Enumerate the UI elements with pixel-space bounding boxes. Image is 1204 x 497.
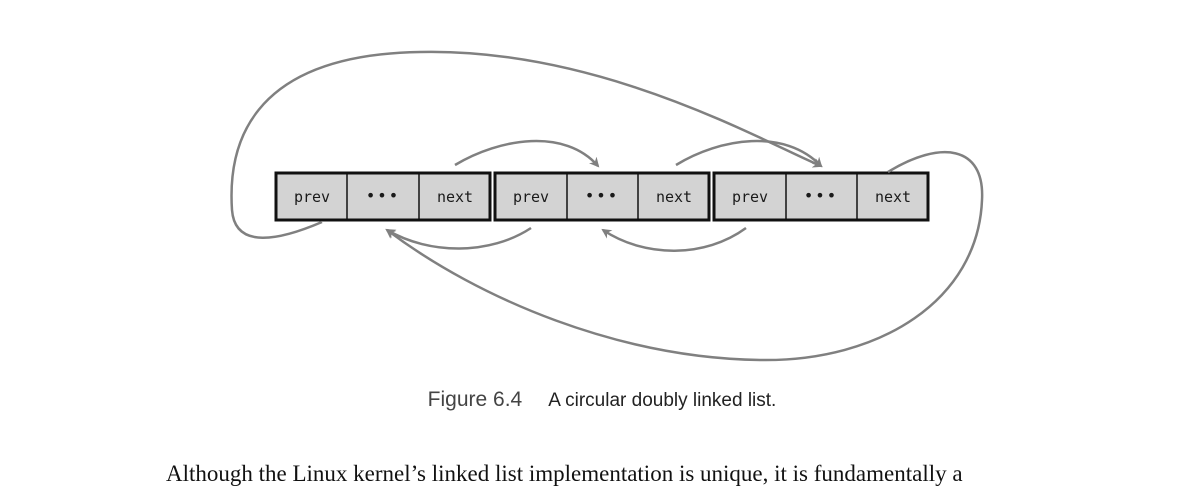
prev-field: prev [732,188,768,206]
list-node-2: prev ••• next [493,171,711,222]
wrap-arrow-3-next-to-1 [385,150,984,362]
list-node-1: prev ••• next [274,171,492,222]
next-arrow-2-to-3 [675,139,823,168]
next-arrow-1-to-2 [454,139,600,168]
linked-list-diagram: prev ••• next prev ••• next prev ••• nex… [230,50,984,362]
wrap-arrow-1-prev-to-3 [230,50,823,239]
ellipsis-field: ••• [585,186,619,205]
figure-number: Figure 6.4 [427,388,523,411]
body-paragraph: Although the Linux kernel’s linked list … [166,461,963,486]
figure-caption: Figure 6.4 A circular doubly linked list. [0,388,1204,412]
ellipsis-field: ••• [804,186,838,205]
next-field: next [875,188,911,206]
list-node-3: prev ••• next [712,171,930,222]
ellipsis-field: ••• [366,186,400,205]
prev-field: prev [513,188,549,206]
prev-arrow-3-to-2 [601,226,747,252]
prev-arrow-2-to-1 [385,226,532,250]
next-field: next [656,188,692,206]
next-field: next [437,188,473,206]
prev-field: prev [294,188,330,206]
figure-description: A circular doubly linked list. [548,390,777,411]
